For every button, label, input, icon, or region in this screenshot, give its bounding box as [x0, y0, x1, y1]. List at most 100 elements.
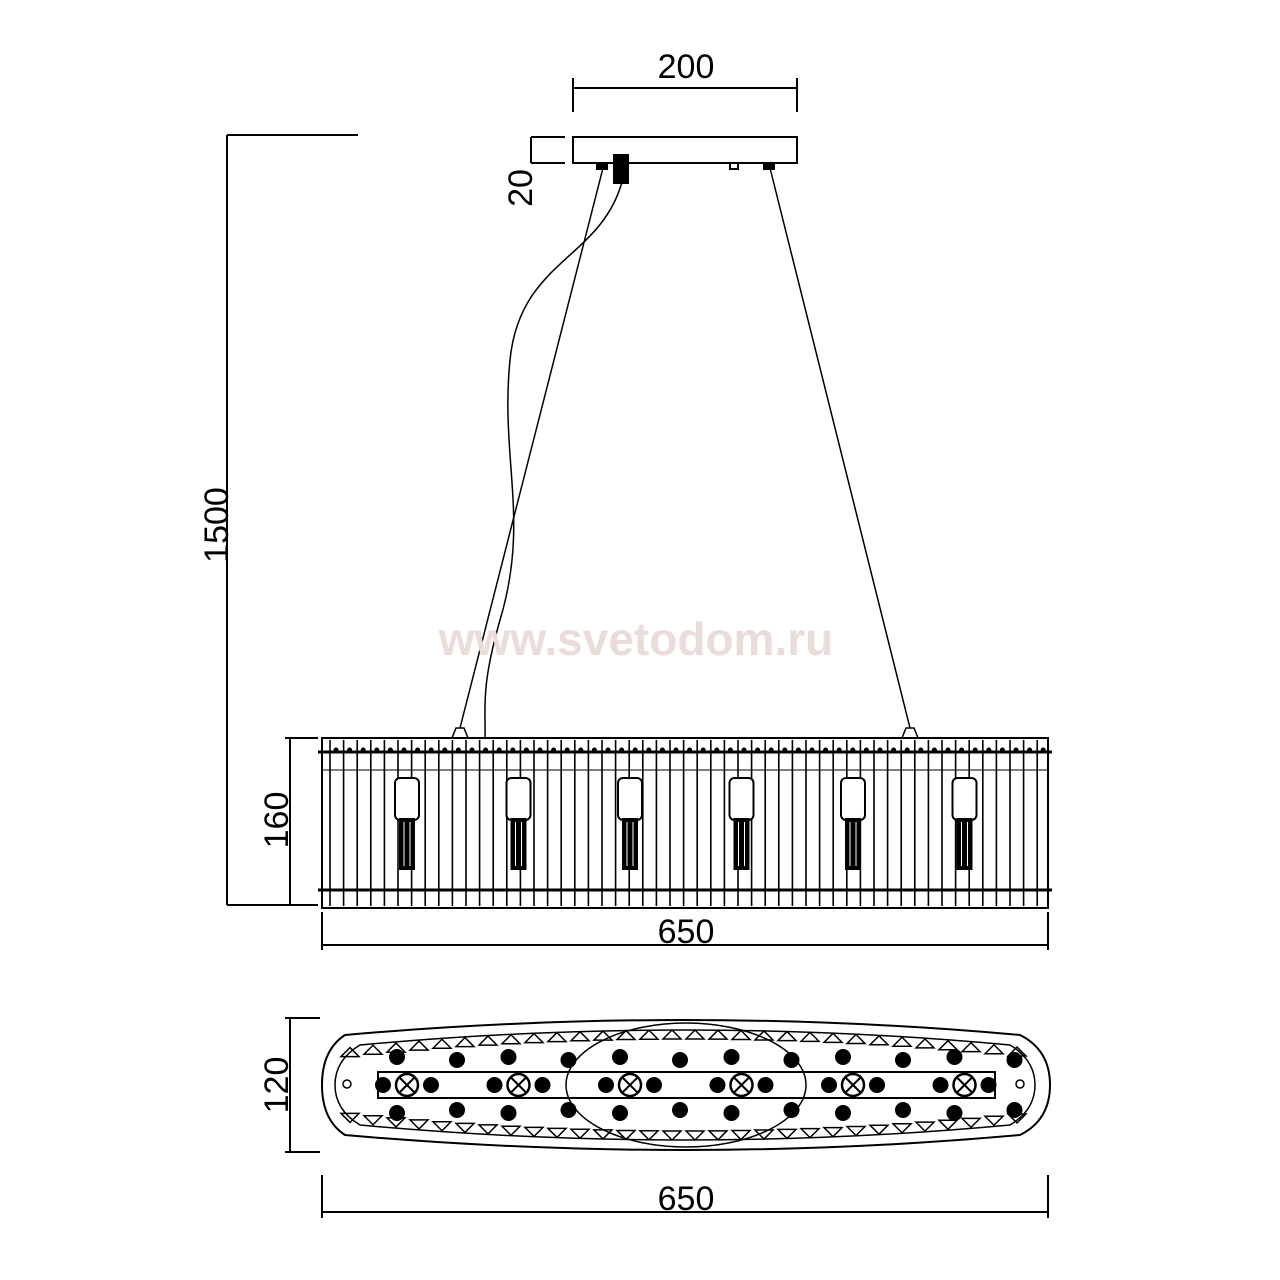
- rod-pin: [605, 747, 611, 753]
- crystal-dot: [895, 1052, 911, 1068]
- rod-pin: [714, 747, 720, 753]
- crystal-triangle: [937, 1119, 959, 1131]
- crystal-triangle: [408, 1119, 430, 1130]
- crystal-dot: [723, 1105, 740, 1121]
- rod-pin: [768, 747, 774, 753]
- rod-pin: [1013, 747, 1019, 753]
- rod-pin: [659, 747, 665, 753]
- crystal-dot: [869, 1077, 885, 1093]
- crystal-dot: [449, 1052, 465, 1068]
- crystal-dot: [560, 1052, 577, 1068]
- rod-pin: [415, 747, 421, 753]
- dim-label-1500: 1500: [198, 487, 236, 563]
- lamp-cross: [622, 1077, 638, 1093]
- crystal-triangle: [362, 1115, 384, 1126]
- crystal-dot: [375, 1077, 391, 1093]
- rod-pin: [510, 747, 516, 753]
- crystal-triangle: [431, 1120, 453, 1132]
- crystal-triangle: [845, 1033, 867, 1045]
- crystal-triangle: [868, 1124, 890, 1136]
- crystal-dot: [612, 1049, 628, 1065]
- rod-pin: [1040, 747, 1046, 753]
- rod-pin: [673, 747, 679, 753]
- crystal-dot: [646, 1077, 662, 1093]
- rod-pin: [755, 747, 761, 753]
- crystal-triangle: [937, 1039, 959, 1051]
- crystal-triangle: [891, 1122, 913, 1134]
- lamp-socket-icon: [728, 777, 755, 870]
- rod-pin: [469, 747, 475, 753]
- rod-pin: [823, 747, 829, 753]
- rod-pin: [999, 747, 1005, 753]
- dimension-plate-width: 200: [572, 48, 798, 112]
- rod-pin: [809, 747, 815, 753]
- crystal-triangle: [546, 1127, 568, 1139]
- rod-pin: [401, 747, 407, 753]
- crystal-triangle: [983, 1043, 1005, 1055]
- crystal-triangle: [477, 1035, 499, 1046]
- crystal-triangle: [868, 1034, 890, 1046]
- dimension-body-height: 160: [258, 737, 318, 905]
- rod-pin: [986, 747, 992, 753]
- dim-label-650-bottom: 650: [658, 1180, 715, 1218]
- crystal-triangle: [661, 1028, 683, 1040]
- crystal-dot: [560, 1102, 577, 1118]
- crystal-dot: [946, 1105, 963, 1121]
- crystal-dot: [534, 1077, 551, 1093]
- crystal-dot: [723, 1049, 740, 1065]
- dim-label-20: 20: [502, 169, 540, 207]
- dim-label-650-side: 650: [658, 913, 715, 951]
- rod-pin: [850, 747, 856, 753]
- bulb: [956, 818, 973, 870]
- rod-pin: [551, 747, 557, 753]
- crystal-dot: [598, 1077, 614, 1093]
- crystal-triangle: [500, 1033, 522, 1045]
- rod-pin: [483, 747, 489, 753]
- crystal-triangle: [822, 1126, 844, 1138]
- crystal-triangle: [638, 1130, 660, 1141]
- crystal-triangle: [592, 1030, 614, 1041]
- crystal-triangle: [569, 1128, 591, 1140]
- rod-pin: [360, 747, 366, 753]
- small-ring: [1015, 1079, 1025, 1089]
- crystal-triangle: [408, 1040, 430, 1051]
- crystal-triangle: [776, 1128, 798, 1140]
- crystal-triangle: [707, 1029, 729, 1040]
- crystal-dot: [612, 1105, 628, 1121]
- crystal-triangle: [891, 1036, 913, 1048]
- crystal-dot: [932, 1077, 949, 1093]
- dimension-total-height: 1500: [198, 134, 358, 906]
- rod-pin: [374, 747, 380, 753]
- rod-pin: [387, 747, 393, 753]
- rod-pin: [836, 747, 842, 753]
- crystal-dot: [672, 1102, 688, 1118]
- crystal-triangle: [431, 1038, 453, 1050]
- lamp-cross-icon: [506, 1072, 531, 1098]
- crystal-triangle: [362, 1044, 384, 1055]
- rod-pin: [931, 747, 937, 753]
- crystal-triangle: [339, 1112, 361, 1124]
- small-ring: [342, 1079, 352, 1089]
- lamp-cross-icon: [729, 1072, 754, 1098]
- dimension-plate-height: 20: [502, 136, 565, 207]
- crystal-triangle: [615, 1029, 637, 1041]
- rod-pin: [795, 747, 801, 753]
- crystal-dot: [709, 1077, 726, 1093]
- socket-housing: [617, 777, 643, 821]
- rod-pin: [632, 747, 638, 753]
- rod-pin: [782, 747, 788, 753]
- rod-pin: [347, 747, 353, 753]
- socket-housing: [394, 777, 420, 821]
- crystal-triangle: [615, 1129, 637, 1141]
- crystal-triangle: [845, 1125, 867, 1137]
- crystal-triangle: [454, 1122, 476, 1134]
- lamp-socket-icon: [951, 777, 978, 870]
- socket-housing: [951, 777, 978, 821]
- crystal-triangle: [661, 1130, 683, 1142]
- socket-housing: [840, 777, 866, 821]
- rod-pin: [1027, 747, 1033, 753]
- crystal-triangle: [684, 1130, 706, 1142]
- crystal-dot: [486, 1077, 503, 1093]
- lamp-cross: [733, 1077, 750, 1093]
- crystal-triangle: [707, 1130, 729, 1141]
